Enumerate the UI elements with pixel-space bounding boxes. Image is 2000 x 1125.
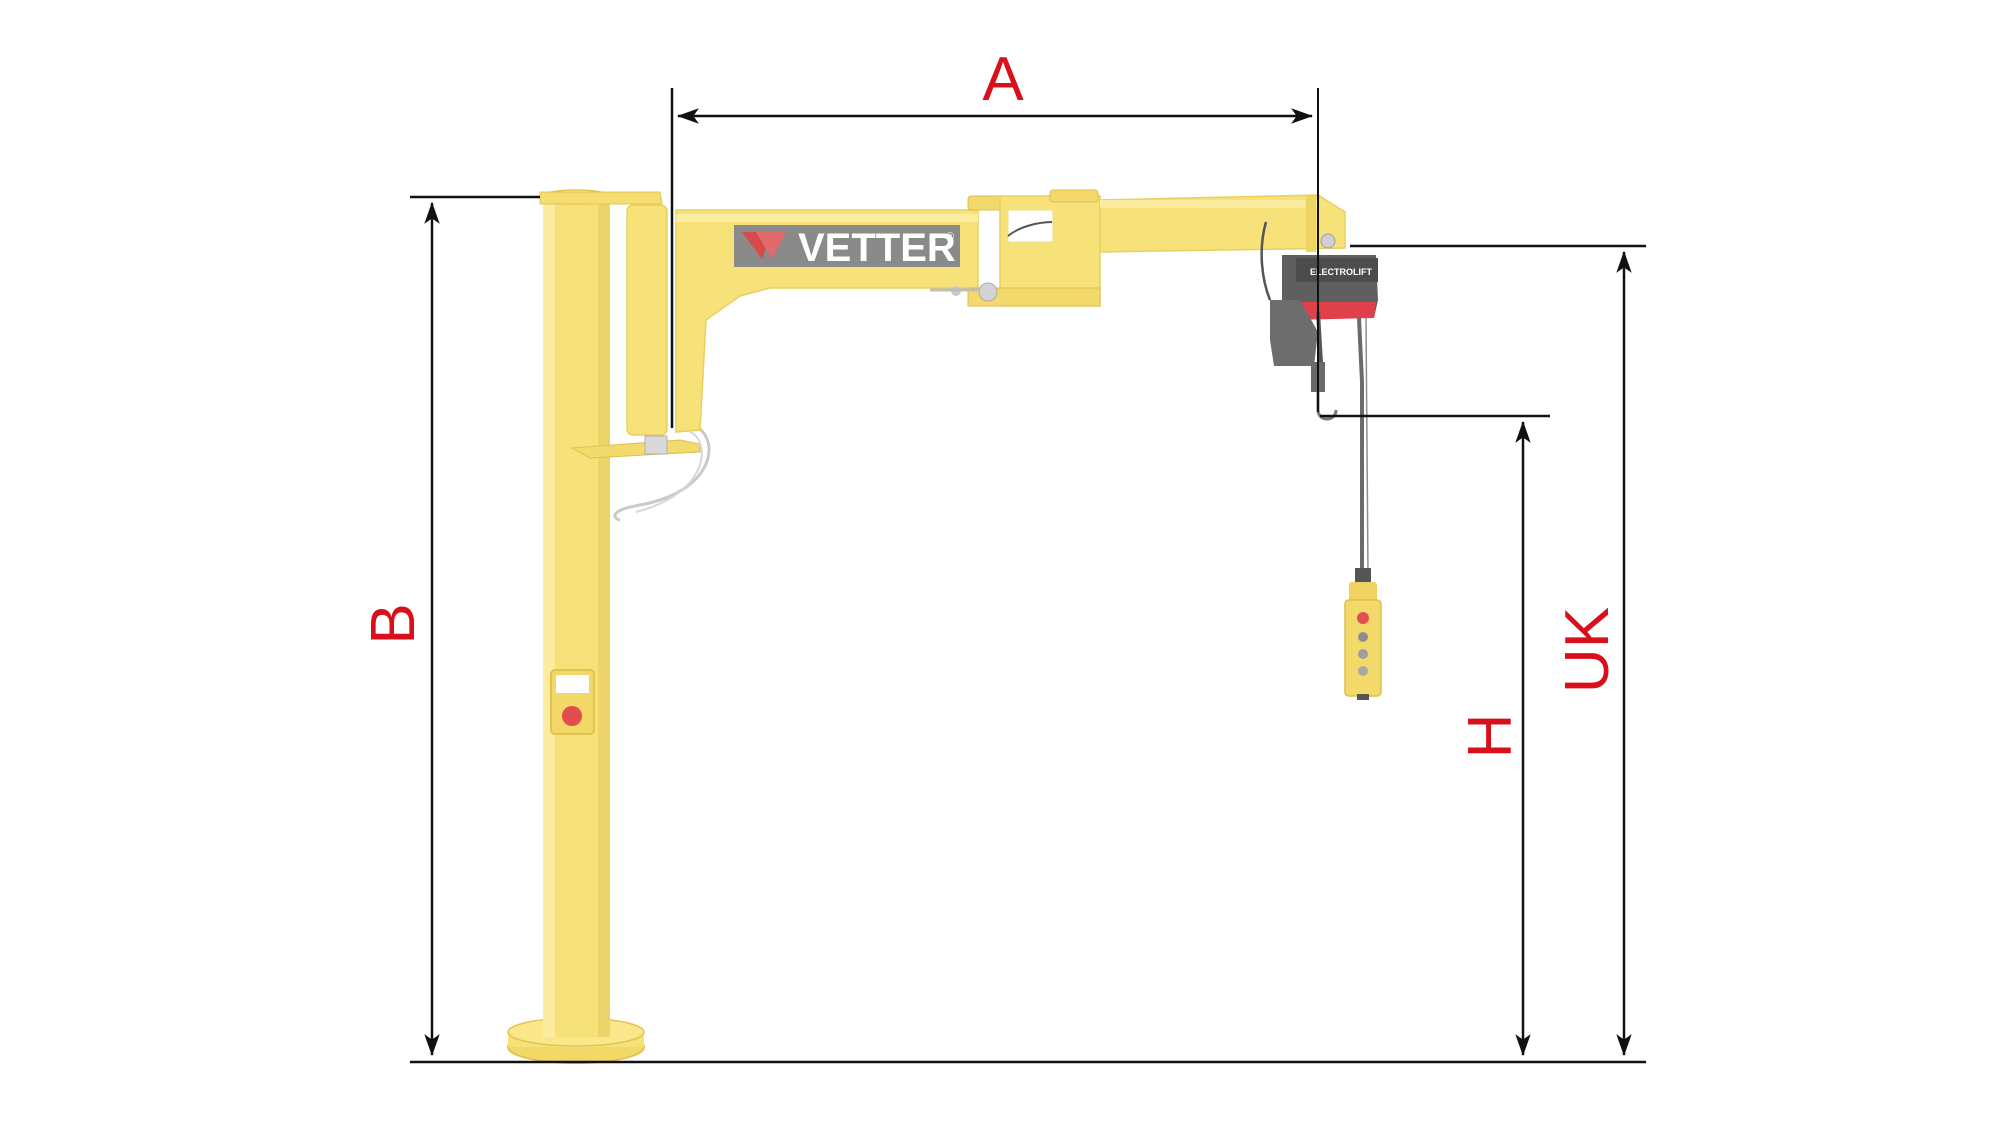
dim-uk-label: UK [1553, 607, 1622, 693]
dim-b-label: B [359, 603, 428, 644]
dim-h-label: H [1456, 714, 1525, 759]
dim-a-label: A [982, 45, 1024, 114]
svg-text:®: ® [946, 231, 954, 243]
hoist-label: ELECTROLIFT [1310, 267, 1372, 277]
emergency-stop-icon [562, 706, 582, 726]
electric-hoist: ELECTROLIFT [1260, 221, 1382, 700]
hook [1311, 362, 1338, 421]
pendant-control [1344, 568, 1382, 700]
dimension-lines [410, 88, 1646, 1064]
arm-joint [930, 189, 1101, 307]
emergency-stop-panel [550, 669, 595, 735]
vetter-logo: VETTER ® [734, 225, 960, 270]
crane-column [507, 189, 645, 1064]
logo-text: VETTER [798, 226, 956, 270]
jib-arm: VETTER ® [539, 189, 1346, 522]
pivot-housing [626, 204, 668, 436]
pendant-stop-button [1357, 612, 1369, 624]
outer-boom [1099, 194, 1346, 253]
